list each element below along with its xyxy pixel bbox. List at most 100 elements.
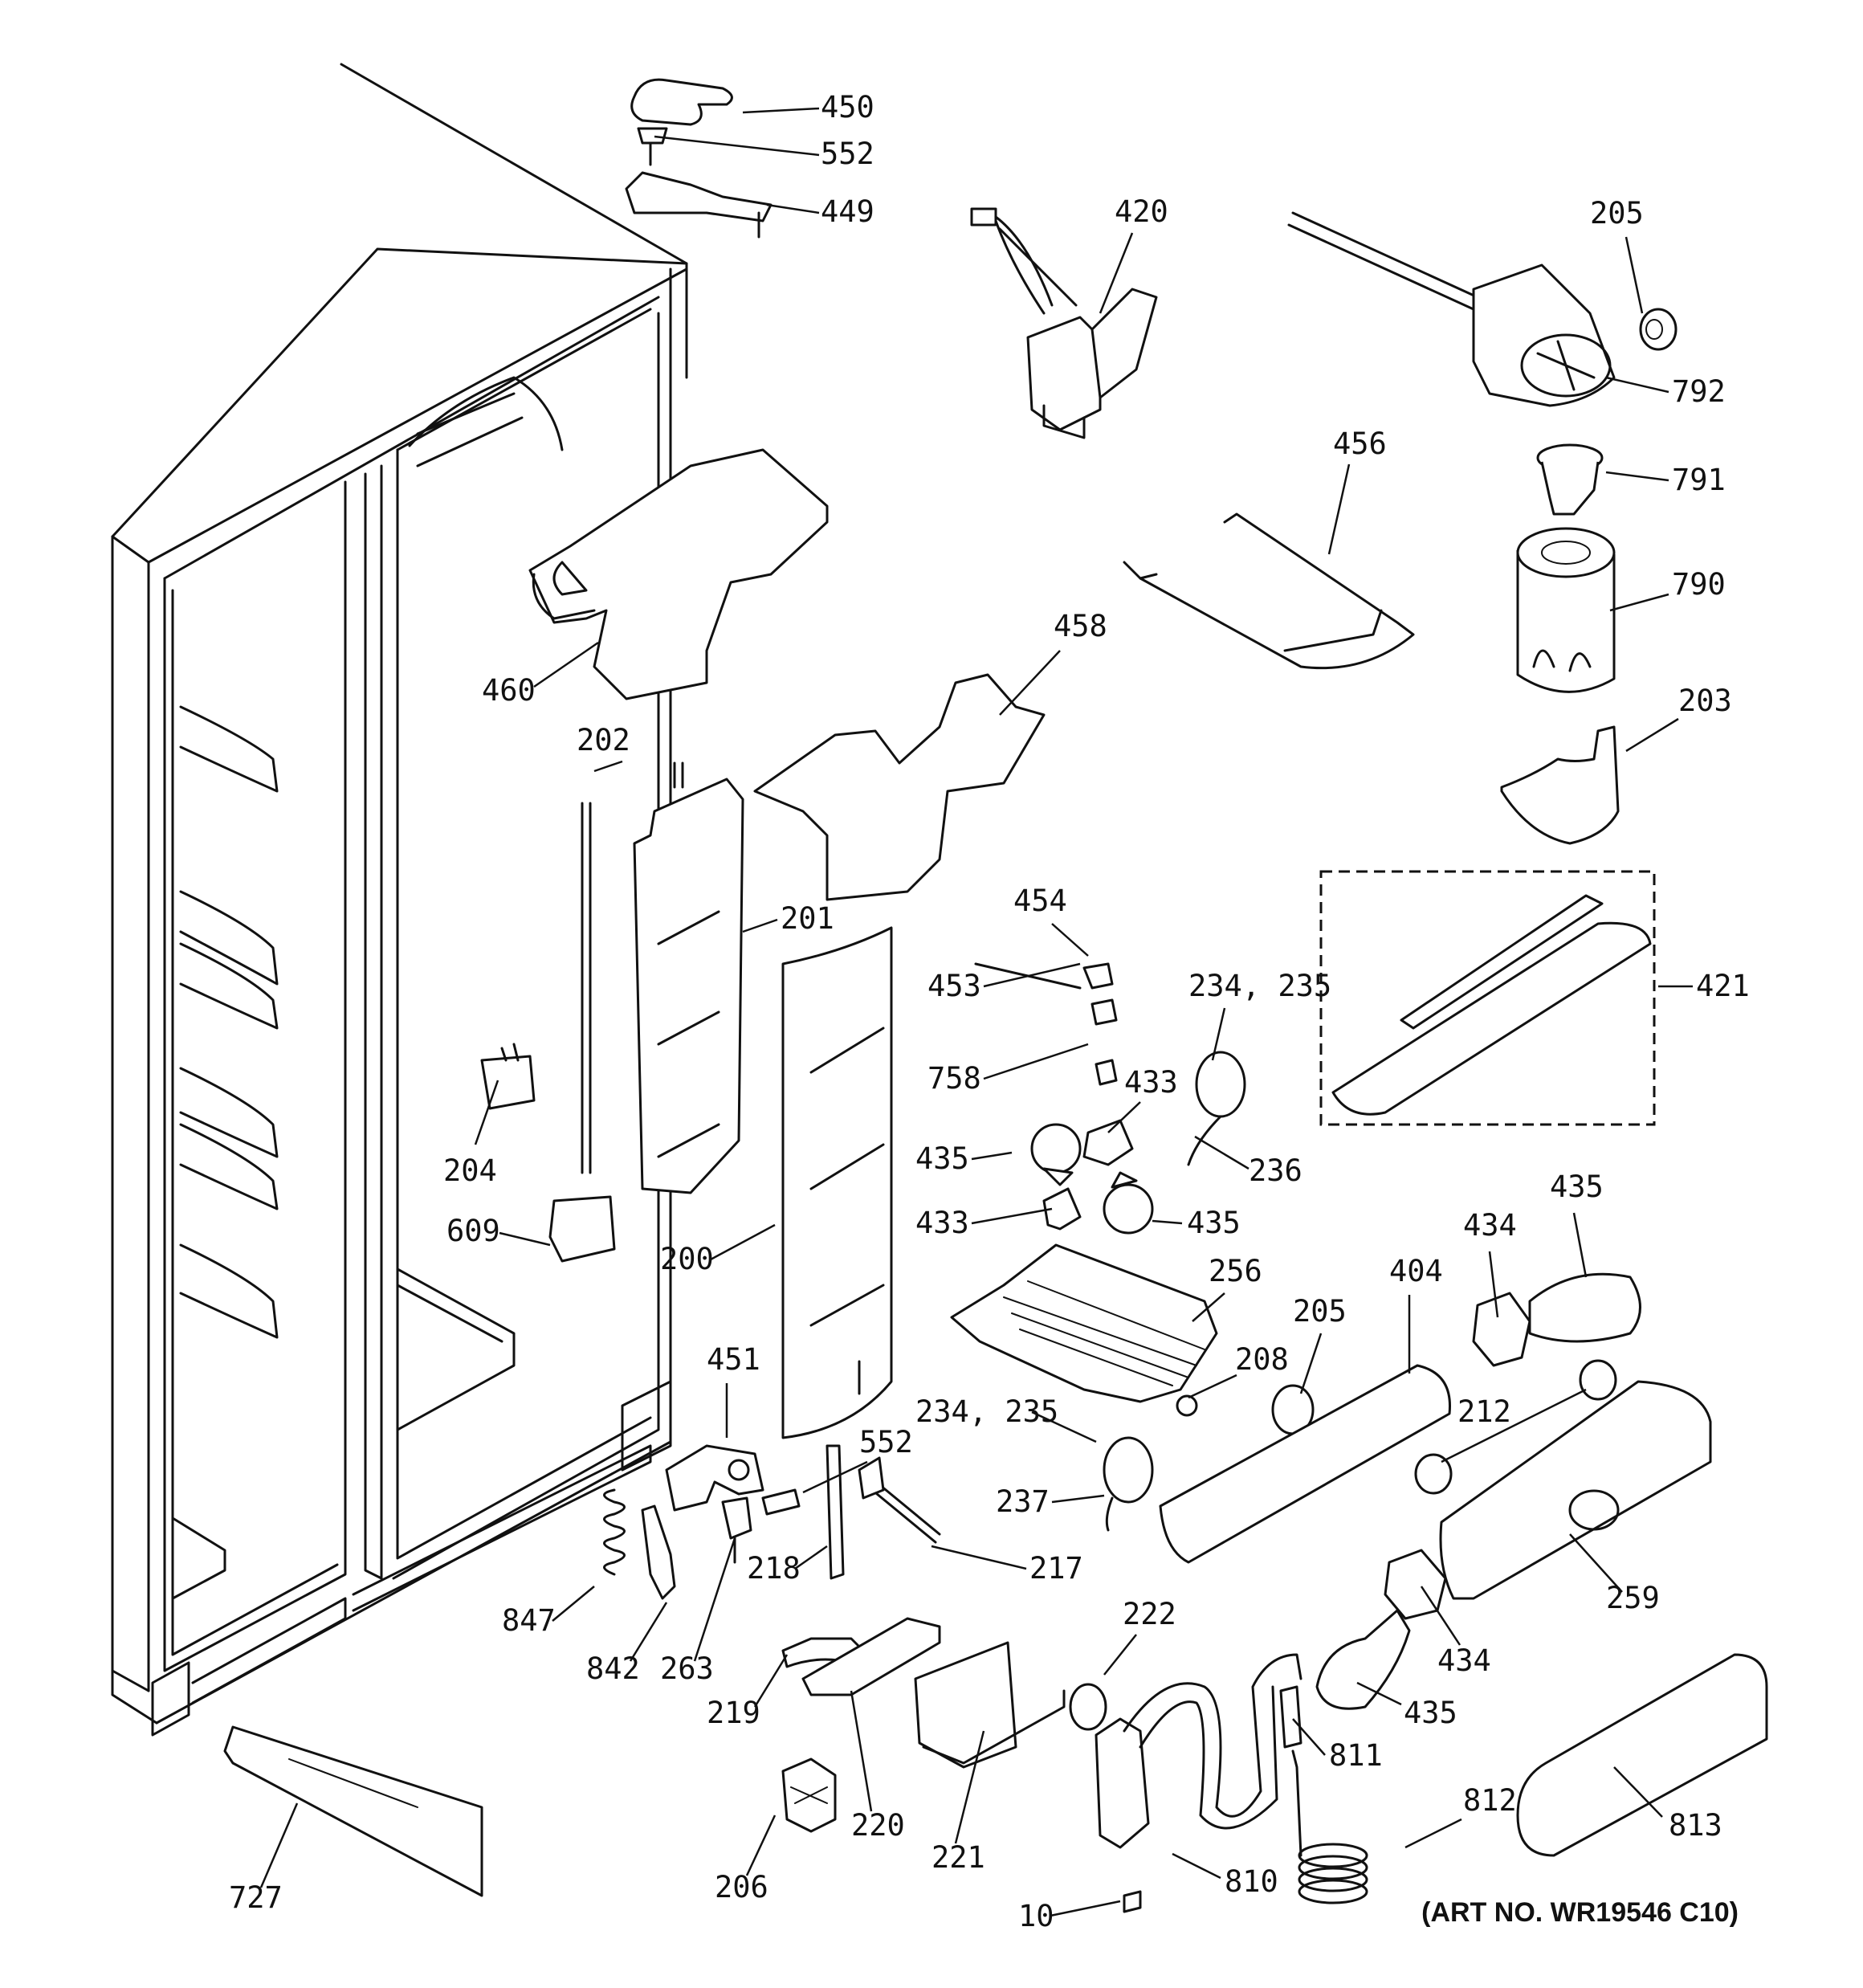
leader-609: [499, 1231, 551, 1247]
art-number: (ART NO. WR19546 C10): [1421, 1897, 1739, 1928]
callout-label-552a: 552: [821, 137, 874, 171]
callout-label-200: 200: [660, 1242, 714, 1276]
callout-label-451: 451: [707, 1342, 760, 1377]
callout-label-758: 758: [927, 1061, 981, 1096]
callout-label-263: 263: [660, 1651, 714, 1686]
leader-237: [1051, 1494, 1105, 1504]
callout-label-842: 842: [586, 1651, 640, 1686]
leader-449: [766, 203, 820, 214]
leader-201: [742, 918, 778, 933]
callout-label-212: 212: [1457, 1394, 1511, 1429]
callout-label-203: 203: [1678, 684, 1732, 718]
callout-label-811: 811: [1329, 1738, 1383, 1773]
leader-435b: [1572, 1212, 1588, 1278]
callout-label-221: 221: [932, 1840, 985, 1875]
leader-460: [533, 641, 599, 688]
callout-leaders: [259, 107, 1693, 1917]
callout-label-433a: 433: [1124, 1065, 1178, 1100]
callout-label-404: 404: [1389, 1254, 1443, 1288]
leader-847: [552, 1586, 595, 1622]
callout-label-434b: 434: [1437, 1643, 1491, 1678]
callout-label-218: 218: [747, 1551, 801, 1586]
leader-204: [474, 1080, 499, 1145]
leader-221: [954, 1730, 985, 1844]
leader-203: [1625, 717, 1679, 753]
leader-420: [1099, 232, 1134, 314]
callout-label-790: 790: [1672, 567, 1726, 602]
leader-450: [742, 107, 820, 114]
callout-label-421: 421: [1696, 969, 1750, 1003]
callout-label-219: 219: [707, 1696, 760, 1730]
callout-label-234b: 234, 235: [915, 1394, 1058, 1429]
leader-205a: [1625, 236, 1644, 314]
leader-206: [745, 1815, 777, 1876]
leader-222: [1103, 1634, 1137, 1676]
leader-842: [629, 1602, 668, 1662]
leader-256: [1192, 1292, 1225, 1322]
leader-435c: [1152, 1219, 1183, 1225]
callout-label-201: 201: [781, 901, 834, 936]
callout-label-206: 206: [715, 1870, 768, 1904]
callout-label-609: 609: [446, 1214, 500, 1248]
leader-454: [1051, 923, 1089, 957]
callout-label-208: 208: [1235, 1342, 1289, 1377]
callout-label-259: 259: [1606, 1581, 1660, 1615]
callout-label-10: 10: [1018, 1899, 1054, 1933]
leader-790: [1609, 593, 1669, 612]
leader-552b: [802, 1460, 868, 1494]
leader-435a: [971, 1151, 1013, 1161]
callout-label-202: 202: [577, 723, 630, 757]
callout-label-236: 236: [1249, 1153, 1302, 1188]
leader-810: [1172, 1852, 1221, 1880]
callout-label-217: 217: [1029, 1551, 1083, 1586]
parts: [223, 78, 1768, 1913]
callout-label-792: 792: [1672, 374, 1726, 409]
leader-234a: [1211, 1007, 1226, 1061]
callout-label-204: 204: [443, 1153, 497, 1188]
callout-label-220: 220: [851, 1808, 905, 1843]
leader-458: [999, 650, 1061, 716]
leader-212: [1441, 1388, 1587, 1463]
callout-label-435c: 435: [1187, 1206, 1241, 1240]
callout-label-435d: 435: [1404, 1696, 1457, 1730]
leader-812: [1404, 1818, 1462, 1849]
callout-label-234a: 234, 235: [1188, 969, 1331, 1003]
callout-label-458: 458: [1054, 609, 1107, 643]
leader-813: [1613, 1766, 1663, 1818]
callout-label-812: 812: [1463, 1783, 1517, 1818]
leader-434a: [1488, 1251, 1499, 1318]
leader-202: [593, 760, 623, 773]
callout-label-727: 727: [229, 1880, 283, 1915]
leader-263: [693, 1537, 736, 1662]
leader-220: [850, 1690, 873, 1812]
callout-label-256: 256: [1209, 1254, 1262, 1288]
leader-433b: [971, 1207, 1053, 1225]
leader-456: [1327, 463, 1351, 555]
callout-label-810: 810: [1225, 1864, 1278, 1899]
callout-label-435b: 435: [1550, 1170, 1604, 1204]
leader-791: [1605, 471, 1669, 482]
leader-219: [753, 1654, 789, 1708]
leader-10: [1050, 1900, 1121, 1917]
leader-259: [1569, 1533, 1623, 1593]
leader-208: [1188, 1374, 1237, 1399]
leader-205b: [1299, 1333, 1323, 1394]
callout-label-813: 813: [1669, 1808, 1722, 1843]
callout-label-449: 449: [821, 194, 874, 229]
callout-label-420: 420: [1115, 194, 1168, 229]
leader-792: [1605, 376, 1669, 394]
callout-label-552b: 552: [859, 1425, 913, 1459]
callout-label-453: 453: [927, 969, 981, 1003]
leader-727: [259, 1802, 299, 1888]
leader-758: [983, 1043, 1089, 1080]
leader-200: [710, 1223, 776, 1261]
callout-label-205b: 205: [1293, 1294, 1347, 1329]
cabinet: [111, 63, 688, 1737]
callout-label-791: 791: [1672, 463, 1726, 497]
leader-433a: [1107, 1101, 1141, 1133]
leader-236: [1194, 1135, 1249, 1170]
leader-234b: [1031, 1410, 1097, 1443]
leader-218: [794, 1545, 828, 1570]
callout-label-222: 222: [1123, 1597, 1176, 1631]
